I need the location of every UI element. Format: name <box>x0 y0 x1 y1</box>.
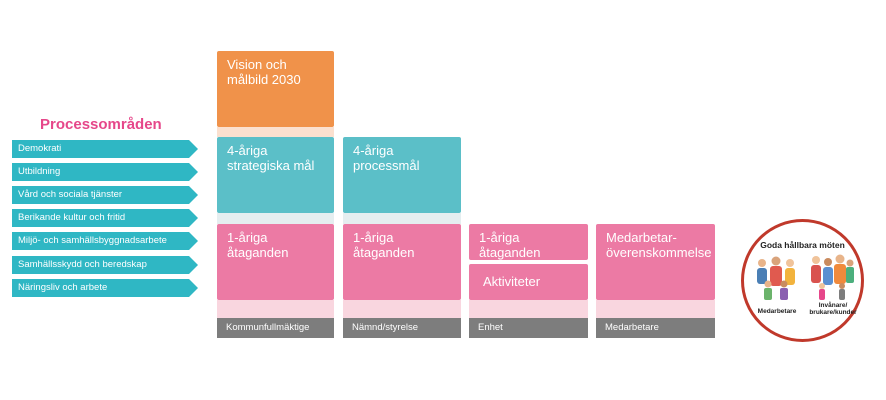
unit-commitments-box: 1-åriga åtaganden <box>469 224 588 260</box>
board-band <box>343 300 461 318</box>
employee-agreement-box: Medarbetar-överenskommelse <box>596 224 715 300</box>
process-goals-box: 4-åriga processmål <box>343 137 461 213</box>
process-area-democracy: Demokrati <box>12 140 198 158</box>
strategic-goals-box: 4-åriga strategiska mål <box>217 137 334 213</box>
vision-box: Vision och målbild 2030 <box>217 51 334 127</box>
meetings-circle: Goda hållbara möten Medarbetare Invånare… <box>741 219 864 342</box>
activities-box: Aktiviteter <box>469 264 588 300</box>
level-council: Kommunfullmäktige <box>217 318 334 338</box>
process-area-business: Näringsliv och arbete <box>12 279 198 297</box>
vision-band <box>217 127 334 137</box>
meetings-title: Goda hållbara möten <box>760 240 845 250</box>
council-band <box>217 300 334 318</box>
process-area-education: Utbildning <box>12 163 198 181</box>
employees-label: Medarbetare <box>757 308 797 315</box>
process-area-environment: Miljö- och samhällsbyggnadsarbete <box>12 232 198 250</box>
residents-illustration-icon <box>811 254 854 300</box>
process-areas-title: Processområden <box>40 116 162 133</box>
strategic-band <box>217 213 334 224</box>
board-commitments-box: 1-åriga åtaganden <box>343 224 461 300</box>
level-employee: Medarbetare <box>596 318 715 338</box>
process-area-care: Vård och sociala tjänster <box>12 186 198 204</box>
residents-label: Invånare/ brukare/kunder <box>809 302 857 316</box>
process-area-culture: Berikande kultur och fritid <box>12 209 198 227</box>
process-area-safety: Samhällsskydd och beredskap <box>12 256 198 274</box>
level-board: Nämnd/styrelse <box>343 318 461 338</box>
unit-band <box>469 300 588 318</box>
employees-illustration-icon <box>757 256 795 300</box>
process-goals-band <box>343 213 461 224</box>
council-commitments-box: 1-åriga åtaganden <box>217 224 334 300</box>
level-unit: Enhet <box>469 318 588 338</box>
employee-band <box>596 300 715 318</box>
